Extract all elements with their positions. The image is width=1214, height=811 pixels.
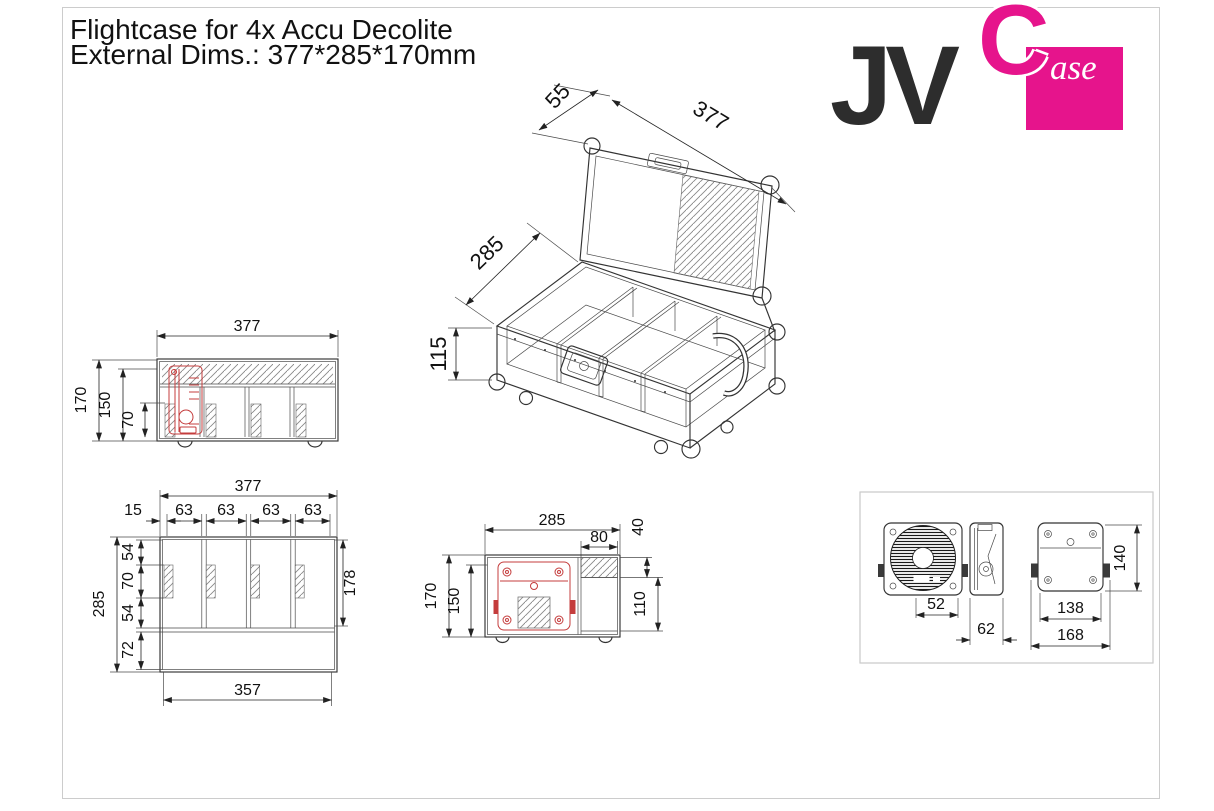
fixture-side-view: 62: [956, 522, 1017, 645]
dim-iso-body-height: 115: [426, 336, 451, 371]
dim-iso-lid-height: 55: [540, 78, 575, 113]
fixture-back-red: [497, 561, 571, 631]
foam-blocks: [164, 403, 307, 438]
fixture-views-panel: 52 62: [859, 491, 1154, 664]
page-title: Flightcase for 4x Accu Decolite: [70, 14, 453, 45]
top-dividers: [162, 539, 335, 633]
dim-front-foam-block: 70: [120, 411, 137, 429]
dim-side-height: 170: [423, 583, 440, 610]
case-dividers: [556, 286, 722, 413]
dim-top-inner-width: 357: [234, 682, 261, 699]
logo-c-letter: C: [978, 0, 1050, 95]
logo-ase-text: ase: [1050, 48, 1097, 87]
front-section-view: 377: [73, 318, 339, 448]
dim-fixture-back-inner: 138: [1057, 600, 1084, 617]
logo-magenta-square: [1026, 47, 1123, 130]
dim-fixture-height: 140: [1112, 545, 1129, 572]
dim-front-inner-height: 150: [97, 392, 114, 419]
fixture-tab-right: [570, 600, 576, 614]
fixture-in-slot-red: [168, 365, 203, 435]
dim-top-left-offset: 15: [124, 502, 142, 519]
dim-front-height: 170: [73, 387, 90, 414]
front-dividers: [199, 387, 295, 437]
isometric-view: 55 377 285 115: [426, 78, 796, 459]
side-section-view: 285 80 17: [423, 512, 663, 644]
rivets: [514, 338, 666, 393]
dim-iso-depth: 285: [465, 231, 509, 274]
front-feet: [177, 440, 323, 448]
dim-iso-width: 377: [689, 95, 733, 135]
lid-foam-hatch: [162, 364, 333, 384]
butterfly-latch: [560, 345, 609, 386]
fixture-tab-left: [493, 600, 499, 614]
fixture-front-view: 52: [878, 522, 968, 618]
title-block: Flightcase for 4x Accu Decolite External…: [70, 14, 477, 70]
dim-top-width: 377: [235, 478, 262, 495]
dim-fixture-front: 52: [927, 596, 945, 613]
dim-top-inner-depth: 178: [342, 570, 359, 597]
panel-border: [859, 491, 1154, 664]
dim-side-inner-height: 150: [446, 588, 463, 615]
lid-handle: [647, 152, 689, 174]
fixture-back-view: 140 138 168: [1030, 522, 1142, 650]
dim-front-width: 377: [234, 318, 261, 335]
inner-depth-extensions: [136, 539, 164, 670]
tray-foam-hatch: [580, 557, 618, 578]
dim-top-depth: 285: [91, 591, 108, 618]
dim-top-slot-1: 63: [175, 502, 193, 519]
dim-side-tray-width: 80: [590, 529, 608, 546]
dim-fixture-back-outer: 168: [1057, 627, 1084, 644]
top-view: 377 15 63 63 63 63: [91, 478, 359, 706]
dim-top-slot-2: 63: [217, 502, 235, 519]
jvcase-logo: JV C ase: [826, 0, 1146, 148]
side-feet: [495, 636, 613, 644]
top-foam-blocks: [163, 564, 305, 599]
dim-top-slot-4: 63: [304, 502, 322, 519]
side-handle: [712, 332, 749, 397]
dim-side-tray-height: 40: [630, 518, 647, 536]
dim-side-right-depth: 110: [632, 591, 649, 617]
dim-top-tray: 72: [120, 641, 137, 659]
dim-side-depth: 285: [539, 512, 566, 529]
dim-top-front-pad: 54: [120, 543, 137, 561]
fixture-hatch-square: [517, 596, 551, 629]
dim-top-back-pad: 54: [120, 604, 137, 622]
dim-top-middle: 70: [120, 572, 137, 590]
logo-jv-text: JV: [830, 23, 960, 148]
dim-fixture-side: 62: [977, 621, 995, 638]
dim-top-slot-3: 63: [262, 502, 280, 519]
case-feet: [518, 390, 734, 455]
slot-extension-lines: [166, 514, 331, 536]
external-dims: External Dims.: 377*285*170mm: [70, 39, 477, 70]
